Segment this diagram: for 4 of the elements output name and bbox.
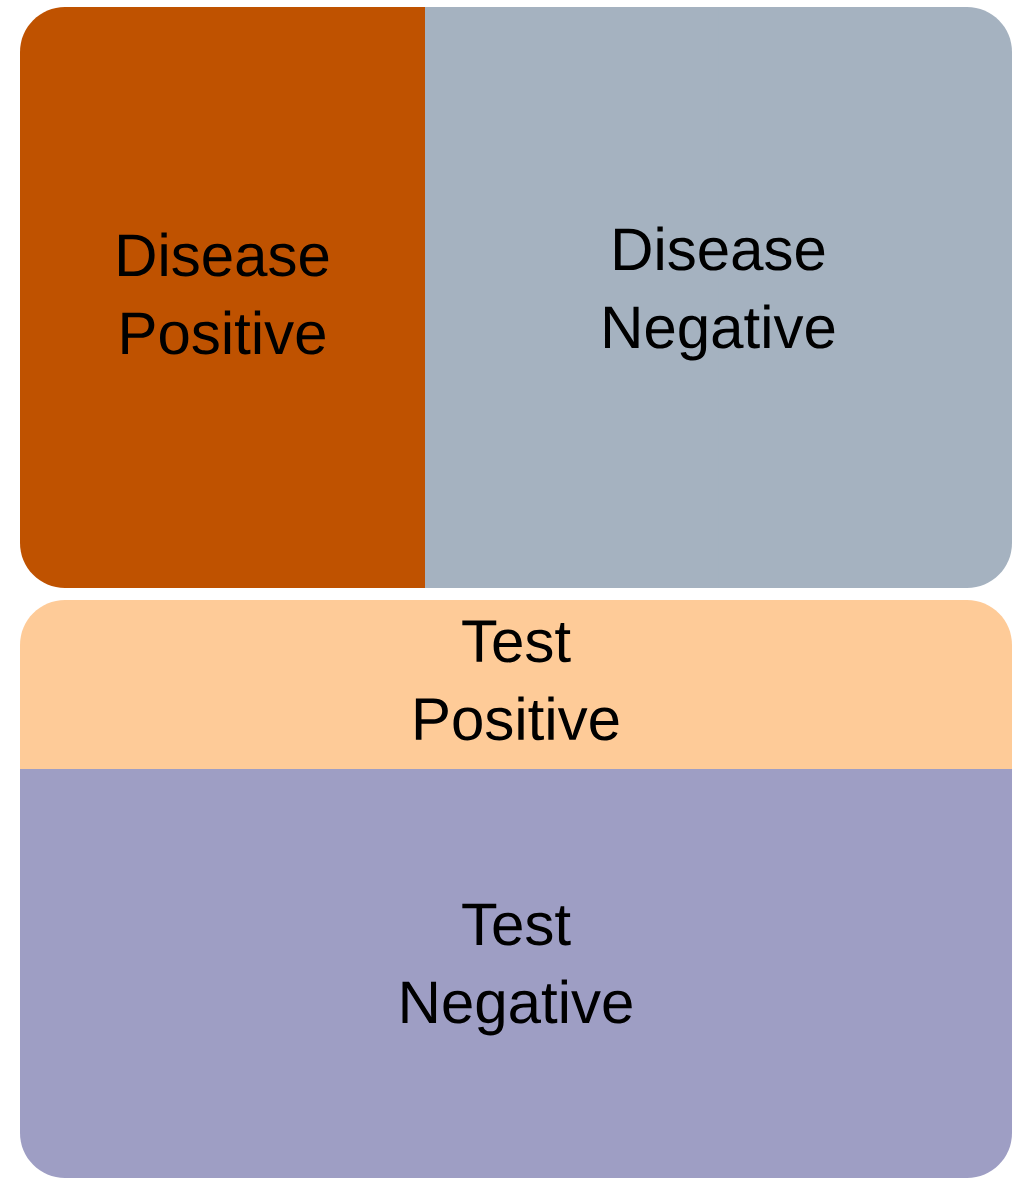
cell: Disease Positive <box>20 7 425 588</box>
cell: Disease Negative <box>425 7 1012 588</box>
cell: Test Positive <box>20 600 1012 769</box>
cell: Test Negative <box>20 769 1012 1178</box>
